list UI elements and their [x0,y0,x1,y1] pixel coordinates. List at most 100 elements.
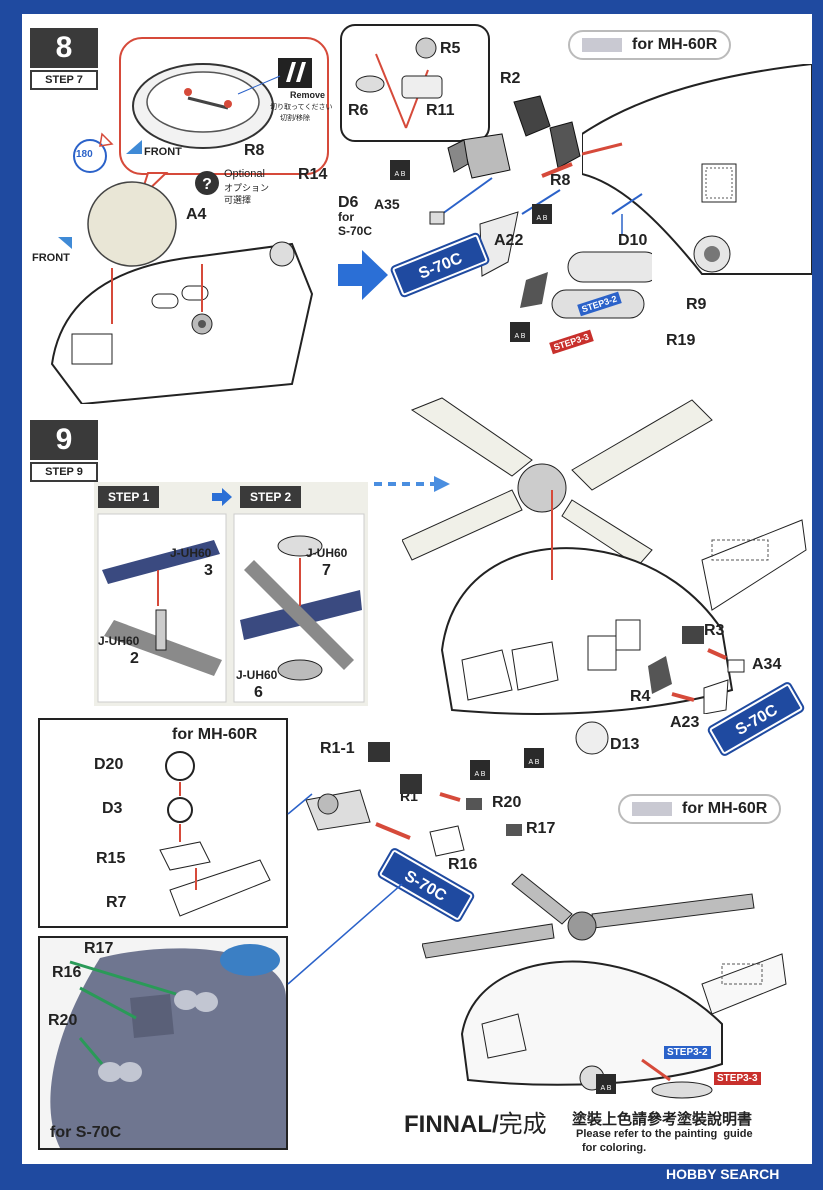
part-j-uh60-3: 3 [204,562,213,579]
rotate-180-icon [66,132,118,189]
front-arrow-icon [126,140,142,159]
step-label: STEP 7 [30,70,98,90]
step-number: 8 [30,28,98,68]
final-note-cn: 塗裝上色請參考塗裝說明書 [572,1111,753,1128]
inset-part-r7: R7 [106,894,127,911]
part-j-uh60-6-label: J-UH60 [236,668,278,682]
part-r20: R20 [492,794,522,811]
ab-option-icon: A B [596,1074,616,1094]
part-j-uh60-6: 6 [254,684,263,701]
step-label: STEP 9 [30,462,98,482]
ab-option-icon: A B [510,322,530,342]
variant-label: for MH-60R [682,800,768,817]
r8-detail-callout [118,36,330,199]
part-d13: D13 [610,736,640,753]
part-r8: R8 [550,172,571,189]
helicopter-main-drawing [401,380,812,760]
rotate-label: 180 [76,149,93,160]
part-r9: R9 [686,296,707,313]
substep-arrow-icon [212,488,232,511]
detail-part-r17: R17 [84,940,114,957]
rotor-substeps-panel: STEP 1 STEP 2 [94,482,368,706]
part-d6: D6 [338,194,359,211]
part-r8-callout: R8 [244,142,265,159]
mh60r-inset-panel: for MH-60R D20 D3 R15 R7 [38,718,288,928]
part-a35: A35 [374,196,400,212]
remove-en: Remove [290,90,326,100]
part-r6: R6 [348,102,369,119]
part-r4: R4 [630,688,651,705]
variant-label: for MH-60R [632,36,718,53]
ab-option-icon: A B [390,160,410,180]
remove-cn: 切割/移除 [280,115,310,122]
variant-mh60r-pill: for MH-60R [618,794,782,824]
sensor-parts-box [340,24,490,142]
final-note-en: Please refer to the painting guide [576,1128,753,1140]
step-ref-blue: STEP3-2 [664,1046,711,1059]
part-a22: A22 [494,232,524,249]
ab-option-icon: A B [532,204,552,224]
inset-part-d20: D20 [94,756,124,773]
front-left-label: FRONT [32,252,70,264]
rotor-hub-drawing [97,513,365,703]
optional-mark-icon: ? [194,170,220,201]
final-title-en: FINNAL/ [404,1111,499,1138]
inset-part-r15: R15 [96,850,126,867]
color-swatch [582,38,622,52]
part-a4: A4 [186,206,207,223]
s70c-detail-panel: R17 R16 R20 for S-70C [38,936,288,1150]
part-r2: R2 [500,70,521,87]
final-title: FINNAL/完成 [404,1104,547,1139]
step-ref-red: STEP3-3 [714,1072,761,1085]
detail-title: for S-70C [50,1124,122,1141]
inset-part-d3: D3 [102,800,123,817]
helicopter-nose-drawing [42,174,332,406]
ab-option-icon: A B [524,748,544,768]
optional-en: Optional [224,168,265,180]
final-title-cn: 完成 [498,1111,547,1138]
front-arrow-icon [58,236,72,254]
watermark: HOBBY SEARCH [666,1166,780,1182]
detail-part-r16: R16 [52,964,82,981]
variant-mh60r-pill: for MH-60R [568,30,732,60]
part-r16: R16 [448,856,478,873]
part-d10: D10 [618,232,648,249]
sub-step-1: STEP 1 [98,486,160,508]
part-r11: R11 [426,102,455,119]
part-j-uh60-7-label: J-UH60 [306,546,348,560]
part-r14: R14 [298,166,328,183]
final-note-en2: for coloring. [582,1142,647,1154]
ab-option-icon: A B [470,760,490,780]
remove-jp: 切り取ってください [270,104,333,111]
instruction-sheet: 8 STEP 7 Remove 切り取ってください 切割/移除 R8 FRONT… [22,14,813,1164]
detail-part-r20: R20 [48,1012,78,1029]
part-j-uh60-2: 2 [130,650,139,667]
part-r1-1: R1-1 [320,740,355,757]
front-top-label: FRONT [144,146,182,158]
dashed-arrow-icon [374,474,454,499]
part-a34: A34 [752,656,782,673]
part-a23: A23 [670,714,700,731]
part-r3: R3 [704,622,725,639]
part-r17: R17 [526,820,556,837]
step9-small-parts [632,614,782,715]
step9-mid-parts [300,734,560,864]
helicopter-aft-drawing [581,62,813,284]
optional-cn: 可選擇 [224,195,252,205]
step-number: 9 [30,420,98,460]
part-r19: R19 [666,332,696,349]
final-helicopter-drawing [421,854,802,1104]
part-j-uh60-2-label: J-UH60 [98,634,140,648]
part-r5: R5 [440,40,461,57]
part-j-uh60-3-label: J-UH60 [170,546,212,560]
svg-text:?: ? [202,176,212,193]
optional-jp: オプション [224,183,270,193]
part-j-uh60-7: 7 [322,562,331,579]
detail-photo [40,938,286,1148]
next-arrow-icon [338,250,388,305]
color-swatch [632,802,672,816]
inset-title: for MH-60R [172,726,258,743]
inset-parts-drawing [159,751,271,917]
sub-step-2: STEP 2 [240,486,302,508]
